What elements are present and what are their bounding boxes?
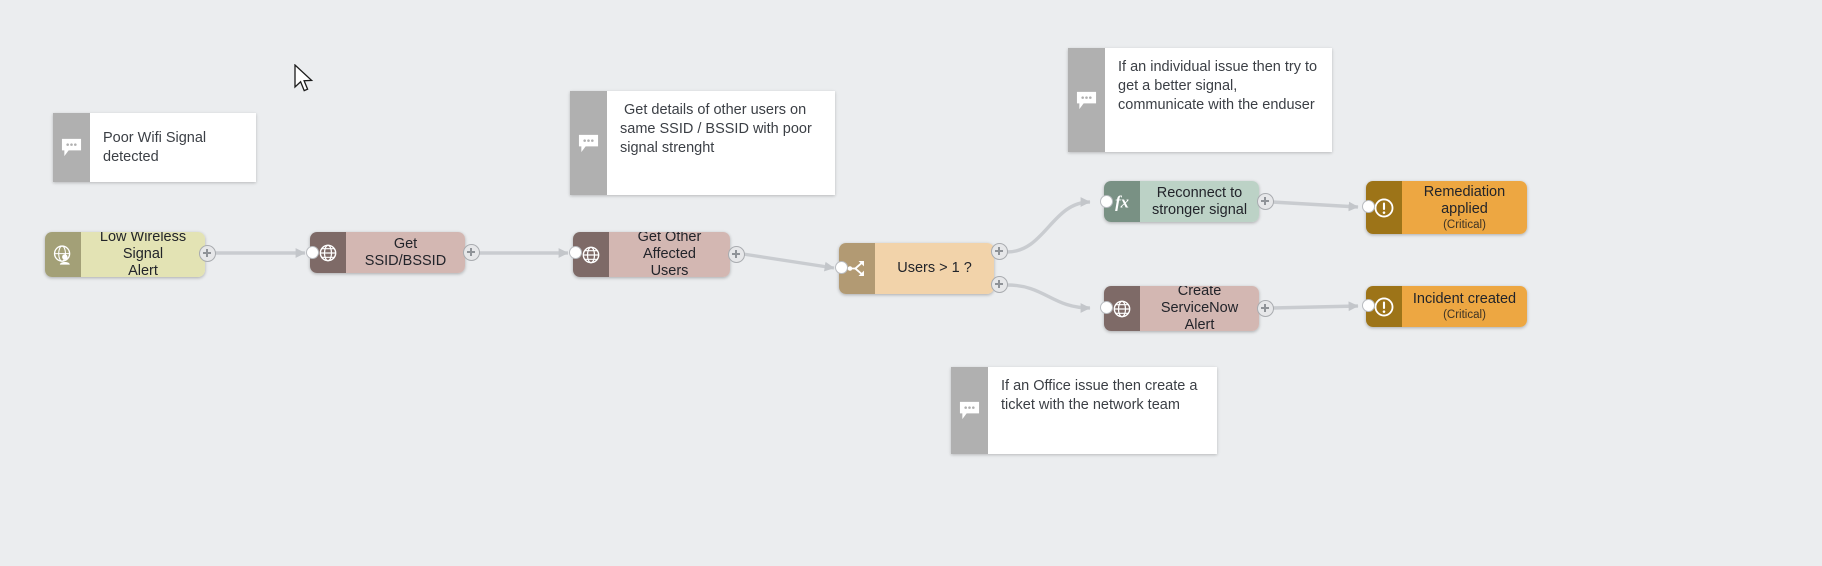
node-title: Users > 1 ?	[897, 260, 972, 276]
node-label-group: Incident created (Critical)	[1402, 286, 1527, 327]
port-plus-servicenow[interactable]	[1257, 300, 1274, 317]
edge-users-to-branch[interactable]	[742, 252, 835, 272]
comment-text: Poor Wifi Signal detected	[90, 113, 256, 182]
fx-function-icon: fx	[1104, 181, 1140, 222]
edge-servicenow-to-incident[interactable]	[1271, 301, 1359, 312]
node-title-line2: applied	[1441, 200, 1488, 217]
node-get-ssid-bssid[interactable]: Get SSID/BSSID	[310, 232, 465, 273]
comment-text: If an Office issue then create a ticket …	[988, 367, 1217, 454]
comment-poor-wifi[interactable]: Poor Wifi Signal detected	[53, 113, 256, 182]
comment-get-details[interactable]: Get details of other users on same SSID …	[570, 91, 835, 195]
port-plus-get-ssid[interactable]	[463, 244, 480, 261]
alert-exclamation-icon	[1366, 181, 1402, 234]
edge-branch-to-servicenow[interactable]	[1006, 283, 1091, 313]
node-incident-created[interactable]: Incident created (Critical)	[1366, 286, 1527, 327]
comment-text: If an individual issue then try to get a…	[1105, 48, 1332, 152]
node-title-line2: Alert	[1184, 317, 1215, 331]
edge-reconnect-to-remediation[interactable]	[1271, 200, 1359, 212]
node-label-group: Get SSID/BSSID	[346, 232, 465, 273]
node-title-line2: Alert	[128, 263, 158, 277]
node-title: Get SSID/BSSID	[364, 235, 447, 269]
comment-bubble-icon	[53, 113, 90, 182]
node-subtitle: (Critical)	[1443, 218, 1486, 231]
node-title: Remediation	[1423, 183, 1506, 200]
comment-office-issue[interactable]: If an Office issue then create a ticket …	[951, 367, 1217, 454]
port-plus-get-users[interactable]	[728, 246, 745, 263]
node-title: Get Other Affected	[637, 232, 702, 262]
comment-bubble-icon	[570, 91, 607, 195]
edge-branch-to-reconnect[interactable]	[1006, 197, 1091, 254]
node-subtitle: (Critical)	[1443, 309, 1486, 321]
node-label-group: Users > 1 ?	[875, 243, 994, 294]
alert-exclamation-icon	[1366, 286, 1402, 327]
comment-bubble-icon	[1068, 48, 1105, 152]
port-plus-reconnect[interactable]	[1257, 193, 1274, 210]
comment-individual-issue[interactable]: If an individual issue then try to get a…	[1068, 48, 1332, 152]
comment-bubble-icon	[951, 367, 988, 454]
comment-text: Get details of other users on same SSID …	[607, 91, 835, 195]
globe-icon	[573, 232, 609, 277]
globe-icon	[1104, 286, 1140, 331]
node-title: Create ServiceNow	[1160, 286, 1239, 316]
globe-icon	[310, 232, 346, 273]
svg-text:fx: fx	[1115, 192, 1129, 211]
node-title: Low Wireless Signal	[99, 232, 187, 262]
node-title-line2: Users	[650, 263, 689, 277]
node-title: Reconnect to	[1156, 184, 1243, 201]
arrow-pointer-cursor	[294, 64, 314, 92]
branch-split-icon	[839, 243, 875, 294]
node-title: Incident created	[1412, 291, 1517, 307]
node-title-line2: stronger signal	[1151, 201, 1248, 218]
node-users-greater-than-one[interactable]: Users > 1 ?	[839, 243, 994, 294]
globe-user-icon	[45, 232, 81, 277]
